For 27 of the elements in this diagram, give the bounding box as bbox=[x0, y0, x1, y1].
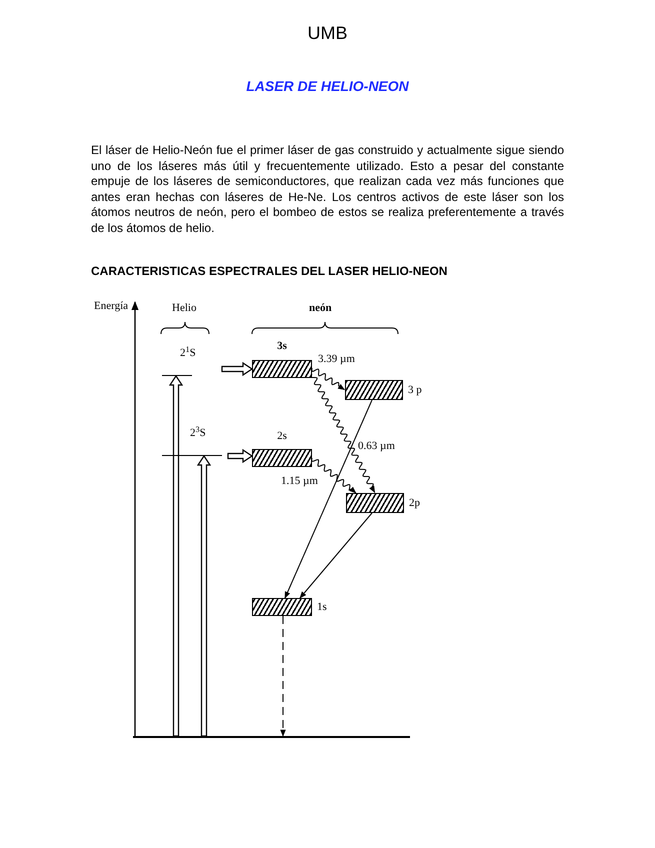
ground-level-line bbox=[133, 736, 410, 738]
arrow bbox=[284, 400, 372, 599]
level-label: 2$^{3}$S bbox=[190, 428, 206, 439]
hollow-arrow bbox=[168, 374, 184, 737]
arrow bbox=[300, 512, 372, 599]
wavelength-label: 0.63 µm bbox=[357, 441, 396, 452]
level-label: 2p bbox=[409, 498, 420, 508]
wavy-arrow bbox=[311, 368, 345, 390]
header-text: UMB bbox=[306, 22, 348, 44]
level-label: 3s bbox=[277, 341, 287, 352]
hollow-arrow bbox=[196, 454, 212, 737]
level-label: 1s bbox=[317, 602, 327, 612]
group-label: Helio bbox=[172, 301, 196, 316]
hollow-arrow bbox=[227, 448, 254, 464]
level-label: 2$^{1}$S bbox=[180, 348, 196, 359]
wavelength-label: 3.39 µm bbox=[317, 354, 356, 365]
hollow-arrow bbox=[221, 362, 254, 376]
paragraph: El láser de Helio-Neón fue el primer láser de gas construido y actualmente sigue siendo uno de los láseres más útil y frecuentemente utilizado. Esto a pesar del constante empuje de los láseres de semiconductores, que realizan cada vez más funciones que antes eran hechas con láseres de He-Ne. Los centros activos de este láser son los átomos neutros de neón, pero el bombeo de estos se realiza preferentemente a través de los átomos de helio. bbox=[91, 143, 564, 236]
level-label: 2s bbox=[277, 431, 287, 442]
dashed-arrow bbox=[280, 616, 286, 737]
axis-label: Energía bbox=[94, 299, 128, 314]
section-heading: CARACTERISTICAS ESPECTRALES DEL LASER HELIO-NEON bbox=[91, 263, 448, 280]
wavelength-label: 1.15 µm bbox=[280, 476, 319, 487]
level-label: 3 p bbox=[408, 384, 422, 396]
wavy-arrow bbox=[311, 458, 356, 494]
group-label: neón bbox=[309, 301, 332, 316]
title: LASER DE HELIO-NEON bbox=[245, 77, 410, 96]
